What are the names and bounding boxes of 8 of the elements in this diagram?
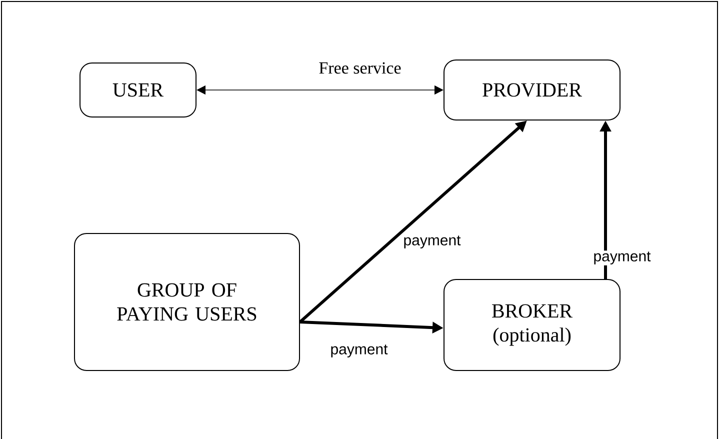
process-box: BROKER (optional) [444,279,620,371]
edge-label: payment [402,234,462,250]
process-box: GROUP OF PAYING USERS [74,233,300,371]
edge-label: Free service [318,61,402,75]
process-box: USER [80,62,196,118]
edge-label: payment [329,344,389,358]
process-box: PROVIDER [444,60,620,120]
edge-label: payment [592,250,652,266]
